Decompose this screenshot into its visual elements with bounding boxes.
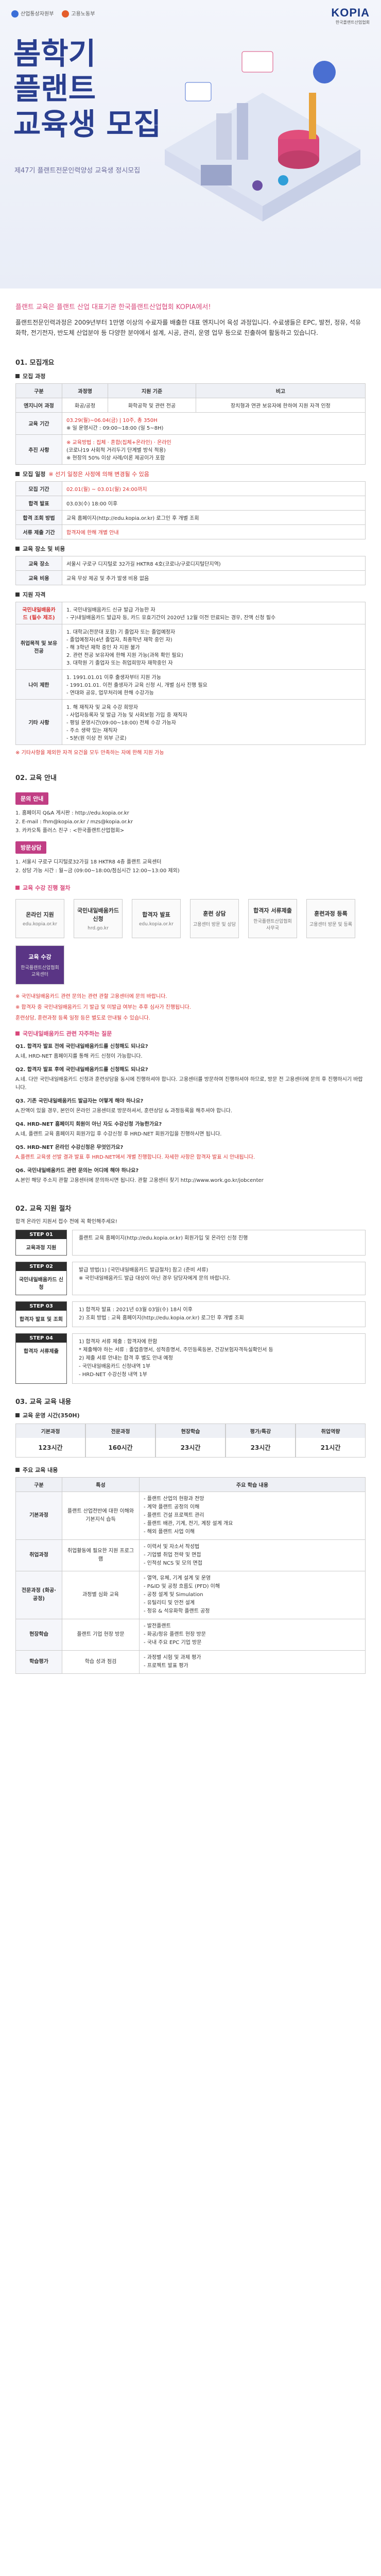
square-bullet-icon [15, 1413, 20, 1417]
qualification-note: ※ 기타사항을 제외한 자격 요건을 모두 만족하는 자에 한해 지원 가능 [15, 750, 164, 756]
inquiry-list: 1. 홈페이지 Q&A 게시판 : http://edu.kopia.or.kr… [15, 809, 366, 835]
section-title: 03. 교육 교육 내용 [15, 1398, 72, 1406]
square-bullet-icon [15, 1467, 20, 1472]
flow-title: 교육 수강 진행 절차 [15, 884, 366, 892]
visit-tag: 방문상담 [15, 841, 47, 854]
square-bullet-icon [15, 546, 20, 551]
section-title: 02. 교육 안내 [15, 774, 57, 782]
course-table: 구분 과정명 지원 기준 비고 엔지니어 과정 화공/공정 화학공학 및 관련 … [15, 383, 366, 465]
square-bullet-icon [15, 885, 20, 890]
list-item: 1. 서울시 구로구 디지털로32가길 18 HKTR8 4층 플랜트 교육센터 [15, 859, 162, 865]
sub-title: 모집 일정※ 선기 일정은 사정에 의해 변경될 수 있음 [15, 470, 366, 478]
ministry-emblem-icon [62, 10, 70, 18]
sub-title: 교육 운영 시간(350H) [15, 1411, 366, 1419]
edu-period: 03.29(월)~06.04(금) | 10주, 총 350H [66, 417, 158, 423]
sub-title: 교육 장소 및 비용 [15, 545, 366, 553]
visit-list: 1. 서울시 구로구 디지털로32가길 18 HKTR8 4층 플랜트 교육센터… [15, 858, 366, 875]
intro-lead: 플랜트 교육은 플랜트 산업 대표기관 한국플랜트산업협회 KOPIA에서! [15, 303, 211, 311]
list-item[interactable]: 2. E-mail : fhm@kopia.or.kr / mzs@kopia.… [15, 819, 133, 825]
page-title: 봄학기 플랜트 교육생 모집 [13, 36, 161, 142]
sub-title: 지원 자격 [15, 590, 366, 599]
page-subtitle: 제47기 플랜트전문인력양성 교육생 정시모집 [14, 167, 141, 175]
logo-motie: 산업통상자원부 [11, 9, 54, 18]
square-bullet-icon [15, 592, 20, 597]
faq-list: Q1. 합격자 발표 전에 국민내일배움카드를 신청해도 되나요?A.네, HR… [15, 1043, 363, 1183]
list-item[interactable]: 1. 홈페이지 Q&A 게시판 : http://edu.kopia.or.kr [15, 810, 129, 816]
inquiry-tag: 문의 안내 [15, 792, 49, 805]
square-bullet-icon [15, 471, 20, 476]
page: 산업통상자원부 고용노동부 KOPIA 한국플랜트산업협회 봄학기 플랜트 교육… [0, 0, 381, 1679]
section-application-process: 02. 교육 지원 절차 합격 온라인 지원서 접수 전에 꼭 확인해주세요! … [0, 1192, 381, 1679]
faq-title: 국민내일배움카드 관련 자주하는 질문 [15, 1029, 366, 1038]
logo-moel: 고용노동부 [62, 9, 95, 18]
intro-section: 플랜트 교육은 플랜트 산업 대표기관 한국플랜트산업협회 KOPIA에서! 플… [0, 289, 381, 346]
section-guide: 02. 교육 안내 문의 안내 1. 홈페이지 Q&A 게시판 : http:/… [0, 761, 381, 1192]
section-title: 01. 모집개요 [15, 359, 55, 367]
sub-title: 모집 과정 [15, 372, 366, 380]
sub-title: 주요 교육 내용 [15, 1466, 366, 1474]
qualification-table: 국민내일배움카드 (필수 제조)1. 국민내일배움카드 신규 발급 가능한 자 … [15, 601, 366, 745]
square-bullet-icon [15, 1031, 20, 1036]
list-item: 3. 카카오톡 플러스 친구 : <한국플랜트산업협회> [15, 827, 125, 834]
section-title: 02. 교육 지원 절차 [15, 1205, 72, 1213]
list-item: 2. 상담 가능 시간 : 월~금 (09:00~18:00/점심시간 12:0… [15, 868, 180, 874]
hero-banner: 산업통상자원부 고용노동부 KOPIA 한국플랜트산업협회 봄학기 플랜트 교육… [0, 0, 381, 289]
section-recruitment: 01. 모집개요 모집 과정 구분 과정명 지원 기준 비고 엔지니어 과정 화… [0, 346, 381, 761]
kopia-logo: KOPIA 한국플랜트산업협회 [331, 6, 370, 25]
square-bullet-icon [15, 374, 20, 378]
plant-illustration [165, 51, 360, 222]
intro-body: 플랜트전문인력과정은 2009년부터 1만명 이상의 수료자를 배출한 대표 엔… [15, 319, 361, 337]
ministry-emblem-icon [11, 10, 19, 18]
partner-logos: 산업통상자원부 고용노동부 [11, 9, 95, 18]
